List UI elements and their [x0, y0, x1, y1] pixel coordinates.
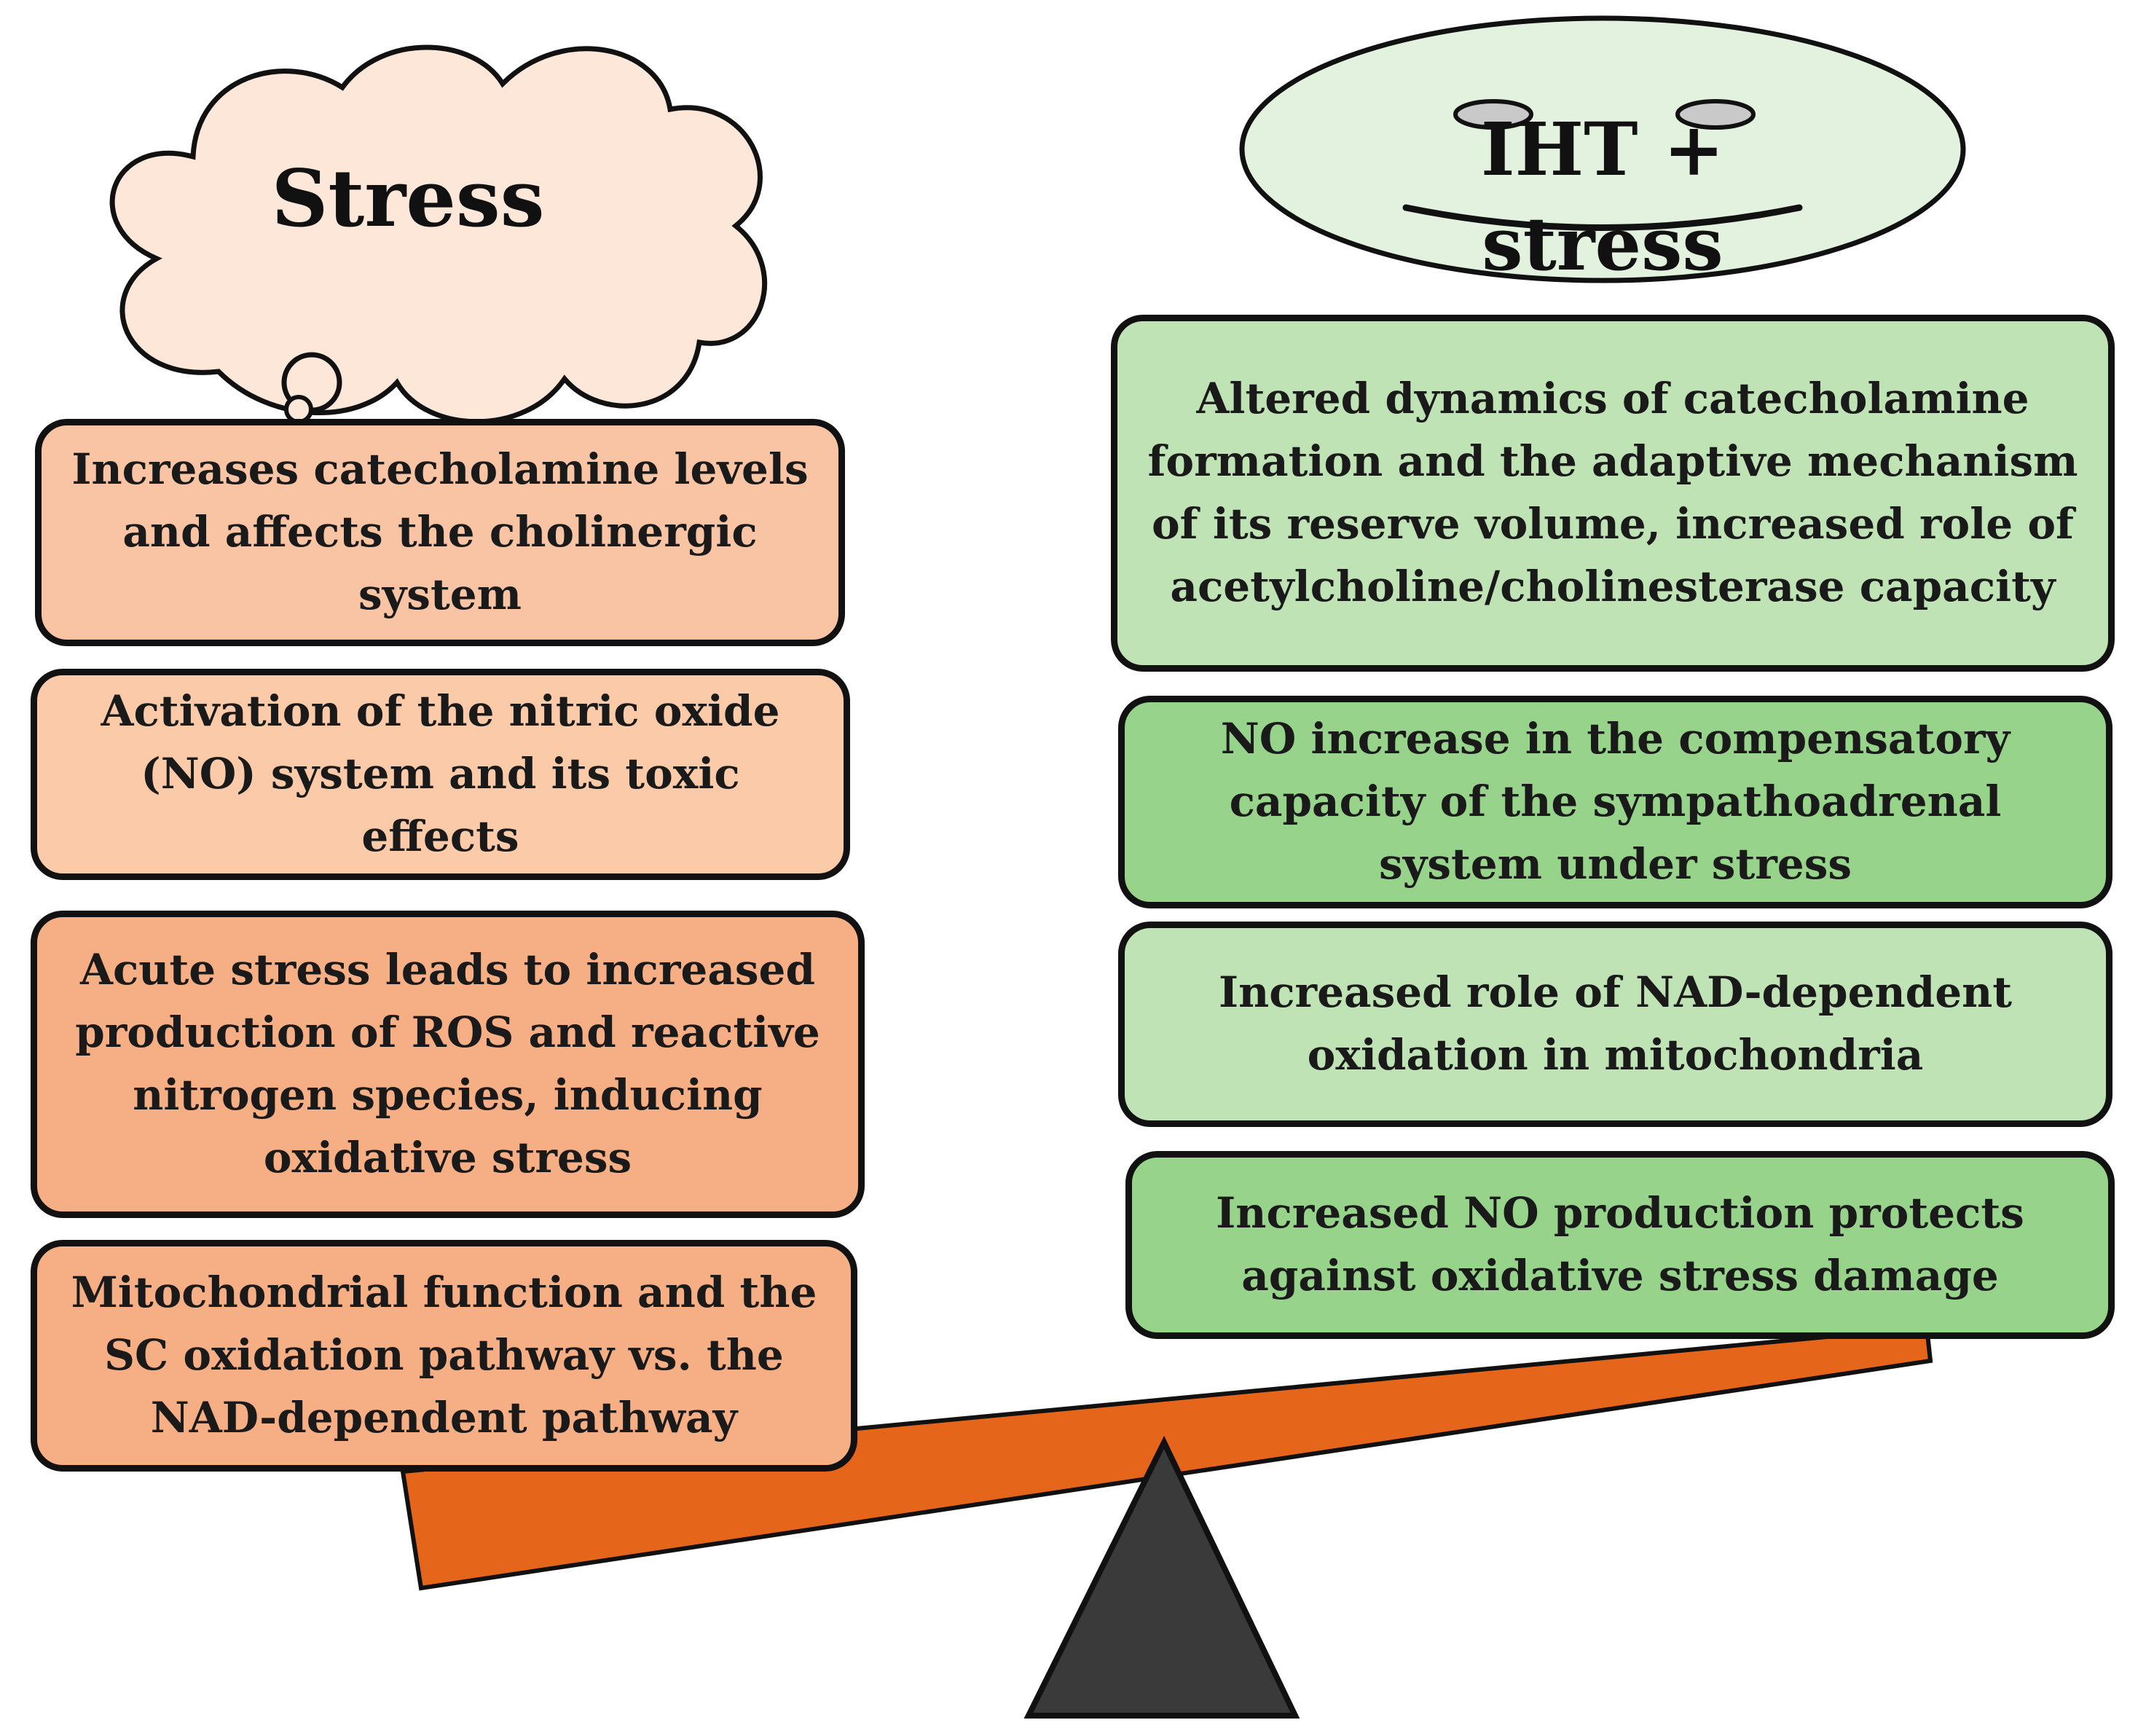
right-box-text: Increased role of NAD-dependent oxidatio…: [1218, 967, 2013, 1080]
stress-title: Stress: [271, 153, 545, 245]
right-box-text: Altered dynamics of catecholamine format…: [1147, 374, 2078, 611]
face-eye-left: [1453, 99, 1533, 130]
left-box-nitric-oxide: Activation of the nitric oxide (NO) syst…: [31, 669, 850, 880]
face-smile: [1402, 204, 1803, 231]
right-box-no-protects: Increased NO production protects against…: [1125, 1151, 2115, 1339]
left-box-text: Activation of the nitric oxide (NO) syst…: [101, 686, 780, 861]
right-box-no-compensatory: NO increase in the compensatory capacity…: [1118, 696, 2112, 908]
left-box-text: Acute stress leads to increased producti…: [75, 945, 820, 1182]
iht-face: [1239, 15, 1966, 283]
left-box-mitochondrial: Mitochondrial function and the SC oxidat…: [31, 1240, 857, 1472]
face-eye-right: [1675, 99, 1756, 130]
right-box-text: NO increase in the compensatory capacity…: [1220, 714, 2011, 889]
cloud-bubble-small: [284, 395, 313, 424]
left-box-text: Increases catecholamine levels and affec…: [71, 444, 809, 619]
iht-stress-title: IHT + stress: [1480, 106, 1725, 287]
face-ellipse: [1239, 15, 1966, 283]
left-box-acute-stress: Acute stress leads to increased producti…: [31, 911, 865, 1218]
right-box-text: Increased NO production protects against…: [1216, 1188, 2024, 1300]
right-box-nad-oxidation: Increased role of NAD-dependent oxidatio…: [1118, 922, 2112, 1127]
cloud-shape: [109, 44, 767, 425]
left-box-text: Mitochondrial function and the SC oxidat…: [71, 1268, 817, 1442]
right-box-catecholamine-dynamics: Altered dynamics of catecholamine format…: [1111, 315, 2115, 672]
seesaw-fulcrum: [1023, 1435, 1300, 1719]
left-box-catecholamine: Increases catecholamine levels and affec…: [35, 419, 845, 646]
